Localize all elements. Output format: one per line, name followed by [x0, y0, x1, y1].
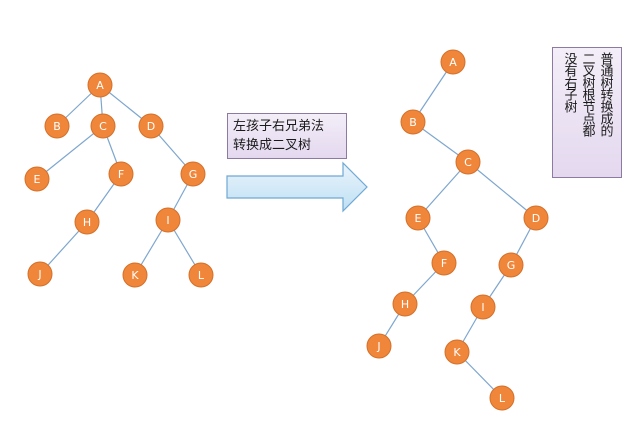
binary-tree-node-j: J — [366, 333, 392, 359]
node-circle — [470, 294, 496, 320]
node-circle — [431, 250, 457, 276]
node-label: B — [53, 120, 61, 133]
node-label: H — [401, 298, 409, 311]
node-label: I — [166, 214, 169, 227]
binary-tree-node-g: G — [498, 252, 524, 278]
node-label: B — [409, 116, 417, 129]
binary-tree-edge-c-d — [467, 161, 537, 219]
binary-tree: A B C E D F G H I J K L — [366, 49, 549, 411]
binary-tree-node-d: D — [523, 205, 549, 231]
node-label: E — [34, 173, 41, 186]
conversion-caption: 左孩子右兄弟法 转换成二叉树 — [227, 113, 347, 159]
binary-tree-node-c: C — [455, 149, 481, 175]
node-circle — [44, 113, 70, 139]
node-label: C — [464, 156, 472, 169]
general-tree-node-i: I — [155, 207, 181, 233]
binary-tree-node-b: B — [400, 109, 426, 135]
node-label: L — [499, 392, 506, 405]
general-tree-edge-c-e — [36, 125, 104, 180]
note-column-2: 二叉树根节点都 — [579, 52, 595, 136]
general-tree-node-j: J — [27, 261, 53, 287]
binary-tree-node-i: I — [470, 294, 496, 320]
node-label: L — [198, 269, 205, 282]
general-tree-node-c: C — [90, 113, 116, 139]
general-tree-node-e: E — [24, 166, 50, 192]
general-tree-node-h: H — [74, 209, 100, 235]
node-circle — [498, 252, 524, 278]
node-circle — [489, 385, 515, 411]
node-circle — [122, 262, 148, 288]
binary-tree-node-h: H — [392, 291, 418, 317]
binary-tree-edge-c-e — [417, 161, 469, 219]
node-label: J — [37, 268, 41, 281]
node-label: K — [131, 269, 139, 282]
node-circle — [74, 209, 100, 235]
node-circle — [444, 339, 470, 365]
node-circle — [108, 161, 134, 187]
node-label: G — [507, 259, 516, 272]
general-tree: A B C D E F G H I J K L — [24, 72, 214, 288]
node-label: J — [376, 340, 380, 353]
node-circle — [90, 113, 116, 139]
general-tree-node-b: B — [44, 113, 70, 139]
root-note: 普通树转换成的 二叉树根节点都 没有右子树 — [552, 47, 622, 178]
node-circle — [180, 161, 206, 187]
general-tree-node-k: K — [122, 262, 148, 288]
node-circle — [400, 109, 426, 135]
note-column-1: 普通树转换成的 — [597, 52, 613, 136]
caption-line-2: 转换成二叉树 — [233, 138, 312, 153]
node-circle — [455, 149, 481, 175]
node-label: H — [83, 216, 91, 229]
node-label: F — [441, 257, 447, 270]
node-label: A — [96, 79, 104, 92]
general-tree-node-g: G — [180, 161, 206, 187]
node-label: F — [118, 168, 124, 181]
binary-tree-node-k: K — [444, 339, 470, 365]
node-circle — [87, 72, 113, 98]
general-tree-node-a: A — [87, 72, 113, 98]
node-circle — [392, 291, 418, 317]
node-label: D — [532, 212, 540, 225]
node-circle — [405, 205, 431, 231]
general-tree-node-d: D — [138, 113, 164, 139]
node-circle — [188, 262, 214, 288]
node-circle — [155, 207, 181, 233]
node-circle — [27, 261, 53, 287]
node-label: A — [449, 56, 457, 69]
node-circle — [440, 49, 466, 75]
node-circle — [138, 113, 164, 139]
node-label: I — [481, 301, 484, 314]
binary-tree-node-a: A — [440, 49, 466, 75]
node-label: K — [453, 346, 461, 359]
node-label: C — [99, 120, 107, 133]
binary-tree-node-f: F — [431, 250, 457, 276]
general-tree-node-l: L — [188, 262, 214, 288]
node-label: D — [147, 120, 155, 133]
caption-line-1: 左孩子右兄弟法 — [233, 119, 325, 134]
transform-arrow — [226, 161, 368, 213]
node-circle — [24, 166, 50, 192]
node-label: E — [415, 212, 422, 225]
binary-tree-node-e: E — [405, 205, 431, 231]
note-column-3: 没有右子树 — [561, 52, 577, 112]
general-tree-node-f: F — [108, 161, 134, 187]
node-label: G — [189, 168, 198, 181]
node-circle — [523, 205, 549, 231]
binary-tree-node-l: L — [489, 385, 515, 411]
node-circle — [366, 333, 392, 359]
